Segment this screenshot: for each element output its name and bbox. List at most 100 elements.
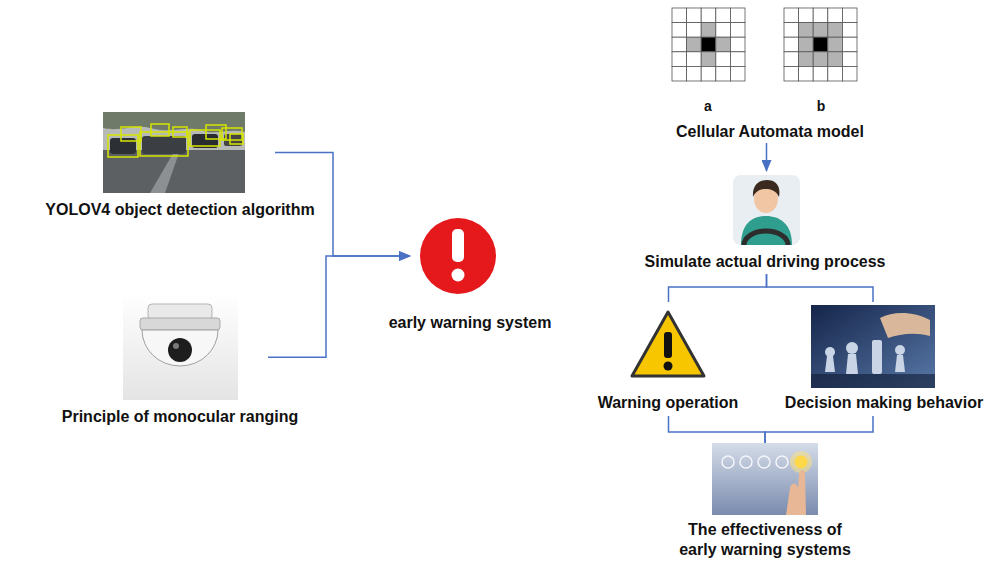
- lightbulb-photo-part-part: [740, 456, 752, 468]
- lightbulb-photo: [712, 443, 818, 515]
- street-photo-part-part: [206, 125, 226, 139]
- lightbulb-photo-part: [786, 470, 806, 515]
- connector-line: [669, 274, 767, 302]
- street-photo-part-part: [230, 134, 243, 144]
- grid-cell: [701, 37, 716, 52]
- grid-cell: [672, 23, 687, 38]
- dome-camera-part: [173, 343, 179, 349]
- alert-circle-part: [452, 269, 465, 282]
- street-photo-part-part: [190, 130, 220, 146]
- grid-cell: [842, 37, 857, 52]
- grid-cell: [687, 23, 702, 38]
- caption-text: Decision making behavior: [770, 393, 998, 413]
- driver-icon-part: [733, 175, 800, 245]
- automata-node: Cellular Automata model: [640, 5, 900, 142]
- grid-cell: [813, 66, 828, 81]
- grid-cell: [672, 8, 687, 23]
- chess-photo-part-part: [846, 342, 858, 354]
- dome-camera-part: [142, 330, 218, 366]
- grid-cell: [828, 23, 843, 38]
- chess-photo-part-part: [895, 345, 905, 355]
- caption-text: Simulate actual driving process: [620, 252, 910, 272]
- street-photo-part: [103, 112, 245, 193]
- lightbulb-photo-part-part: [722, 456, 734, 468]
- driver-icon-part: [741, 216, 792, 245]
- grid-cell: [828, 66, 843, 81]
- connector-line: [268, 256, 410, 357]
- grid-cell: [716, 8, 731, 23]
- grid-cell: [842, 52, 857, 67]
- panel-letter: a: [704, 98, 712, 114]
- grid-cell: [730, 8, 745, 23]
- driver-icon-part: [753, 180, 780, 197]
- grid-cell: [828, 37, 843, 52]
- grid-cell: [672, 37, 687, 52]
- street-photo-part: [108, 124, 243, 157]
- grid-cell: [828, 52, 843, 67]
- alert-circle: [420, 218, 496, 294]
- grid-cell: [784, 8, 799, 23]
- grid-cell: [701, 52, 716, 67]
- decision-node: Decision making behavior: [770, 302, 998, 413]
- grid-cell: [784, 23, 799, 38]
- grid-cell: [799, 66, 814, 81]
- street-photo: [103, 112, 245, 193]
- street-photo-part-part: [121, 127, 141, 141]
- lightbulb-photo-part: [795, 456, 808, 469]
- chess-photo-part: [811, 305, 935, 388]
- effectiveness-node: The effectiveness of early warning syste…: [670, 440, 860, 560]
- grid-cell: [672, 52, 687, 67]
- grid-cell: [687, 66, 702, 81]
- driving-node: Simulate actual driving process: [620, 172, 910, 272]
- grid-cell: [687, 37, 702, 52]
- grid-cell: [701, 23, 716, 38]
- grid-cell: [828, 8, 843, 23]
- chess-photo-part-part: [872, 340, 882, 374]
- automata-grids: [672, 8, 857, 81]
- grid-cell: [784, 52, 799, 67]
- grid-cell: [716, 37, 731, 52]
- connector-line: [765, 416, 873, 443]
- grid-cell: [813, 52, 828, 67]
- lightbulb-photo-part: [712, 443, 818, 515]
- warning-op-node: Warning operation: [578, 302, 758, 413]
- dome-camera-part: [123, 293, 238, 400]
- warning-triangle-part: [632, 312, 704, 376]
- grid-cell: [730, 66, 745, 81]
- grid-cell: [784, 37, 799, 52]
- grid-cell: [716, 23, 731, 38]
- caption-text: Principle of monocular ranging: [25, 407, 335, 427]
- caption-text: Cellular Automata model: [640, 122, 900, 142]
- lightbulb-photo-part-part: [776, 456, 788, 468]
- connector-line: [669, 416, 766, 443]
- grid-cell: [701, 66, 716, 81]
- grid-cell: [842, 66, 857, 81]
- grid-cell: [813, 23, 828, 38]
- caption-text: early warning system: [370, 313, 570, 333]
- lightbulb-photo-part: [722, 456, 788, 468]
- grid-cell: [701, 8, 716, 23]
- caption-text: YOLOV4 object detection algorithm: [25, 200, 335, 220]
- warning-triangle-part: [664, 362, 673, 371]
- lightbulb-photo-part: [790, 451, 812, 473]
- driver-icon: [733, 175, 800, 245]
- connector-line: [767, 274, 874, 302]
- street-photo-part-part: [173, 127, 187, 137]
- street-photo-part: [142, 136, 186, 154]
- chess-photo-part: [811, 374, 935, 388]
- panel-letter: b: [817, 98, 826, 114]
- chess-photo-part-part: [825, 347, 835, 357]
- grid-cell: [687, 8, 702, 23]
- grid-cell: [716, 52, 731, 67]
- warning-system-node: early warning system: [370, 214, 570, 333]
- warning-triangle: [627, 305, 710, 385]
- street-photo-part-part: [151, 124, 169, 136]
- driver-icon-part: [744, 231, 788, 245]
- grid-cell: [730, 23, 745, 38]
- grid-cell: [716, 66, 731, 81]
- ranging-node: Principle of monocular ranging: [25, 290, 335, 427]
- grid-cell: [799, 8, 814, 23]
- dome-camera-part: [168, 338, 192, 362]
- caption-text: The effectiveness of early warning syste…: [670, 520, 860, 560]
